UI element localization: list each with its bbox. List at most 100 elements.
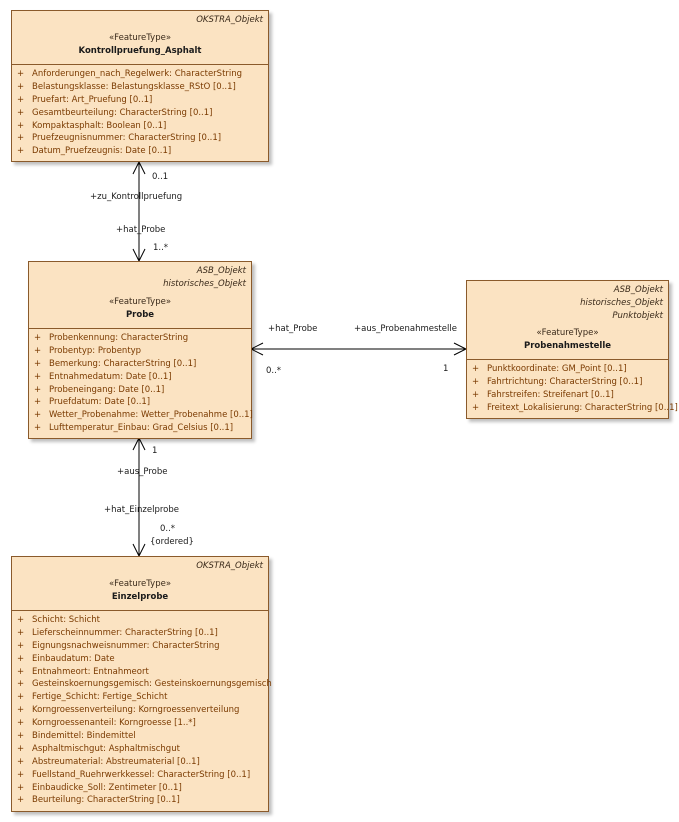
attribute-row: +Belastungsklasse: Belastungsklasse_RStO…: [12, 81, 268, 94]
attribute-text: Pruefart: Art_Pruefung [0..1]: [32, 94, 153, 105]
tagged-values: OKSTRA_Objekt: [196, 14, 263, 27]
visibility-public: +: [34, 423, 42, 434]
visibility-public: +: [472, 364, 480, 374]
attribute-row: +Pruefart: Art_Pruefung [0..1]: [12, 94, 268, 107]
attribute-row: + Entnahmeort: Entnahmeort: [12, 666, 268, 679]
attribute-text: Pruefzeugnisnummer: CharacterString [0..…: [32, 133, 222, 144]
tagged-values: ASB_Objekt historisches_Objekt: [163, 265, 246, 291]
attribute-row: +Eignungsnachweisnummer: CharacterString: [12, 640, 268, 653]
attribute-text: Wetter_Probenahme: Wetter_Probenahme [0.…: [49, 410, 253, 421]
visibility-public: +: [34, 333, 42, 343]
attribute-row: +Anforderungen_nach_Regelwerk: Character…: [12, 68, 268, 81]
attribute-row: +Pruefdatum: Date [0..1]: [29, 396, 251, 409]
attribute-text: Probentyp: Probentyp: [49, 345, 142, 356]
attribute-row: + Fertige_Schicht: Fertige_Schicht: [12, 691, 268, 704]
class-name: Probenahmestelle: [523, 341, 612, 351]
attribute-text: Bindemittel: Bindemittel: [32, 731, 136, 742]
stereotype: «FeatureType»: [536, 328, 599, 338]
attribute-row: +Korngroessenanteil: Korngroesse [1..*]: [12, 717, 268, 730]
visibility-public: +: [472, 376, 480, 387]
attribute-text: Entnahmeort: Entnahmeort: [32, 666, 149, 677]
class-name: Einzelprobe: [111, 592, 169, 602]
class-probenahmestelle[interactable]: ASB_Objekt historisches_Objekt Punktobje…: [466, 280, 678, 419]
visibility-public: +: [17, 769, 25, 780]
visibility-public: +: [17, 120, 25, 131]
visibility-public: +: [17, 81, 25, 92]
visibility-public: +: [17, 692, 25, 703]
attribute-row: +Gesamtbeurteilung: CharacterString [0..…: [12, 107, 268, 120]
attribute-text: Schicht: Schicht: [32, 615, 100, 625]
visibility-public: +: [17, 795, 25, 806]
tag-okstra-objekt: OKSTRA_Objekt: [196, 561, 263, 571]
attribute-text: Fahrtrichtung: CharacterString [0..1]: [487, 376, 643, 387]
attribute-row: + Fahrtrichtung: CharacterString [0..1]: [467, 376, 668, 389]
attribute-text: Anforderungen_nach_Regelwerk: CharacterS…: [32, 69, 243, 79]
constraint-ordered: {ordered}: [150, 537, 194, 547]
attribute-row: +Fahrstreifen: Streifenart [0..1]: [467, 389, 668, 402]
attribute-row: +Schicht: Schicht: [12, 614, 268, 627]
tag-historisches-objekt: historisches_Objekt: [580, 298, 663, 308]
visibility-public: +: [17, 653, 25, 664]
attribute-row: + Einbaudatum: Date: [12, 653, 268, 666]
visibility-public: +: [17, 627, 25, 638]
attribute-row: + Wetter_Probenahme: Wetter_Probenahme [0…: [29, 409, 253, 422]
visibility-public: +: [17, 640, 25, 651]
attribute-text: Asphaltmischgut: Asphaltmischgut: [32, 743, 180, 754]
role-aus-probenahmestelle: +aus_Probenahmestelle: [354, 324, 457, 334]
attribute-list: +Punktkoordinate: GM_Point [0..1] + Fahrt…: [467, 360, 678, 415]
attribute-list: + Anforderungen_nach_Regelwerk: Character…: [12, 65, 268, 158]
role-hat-einzelprobe: +hat_Einzelprobe: [104, 505, 180, 515]
attribute-row: +Probentyp: Probentyp: [29, 345, 251, 358]
attribute-row: +Entnahmedatum: Date [0..1]: [29, 371, 251, 384]
visibility-public: +: [17, 679, 25, 690]
visibility-public: +: [34, 397, 42, 408]
attribute-text: Fahrstreifen: Streifenart [0..1]: [487, 389, 614, 400]
attribute-row: +Lufttemperatur_Einbau: Grad_Celsius [0.…: [29, 422, 251, 435]
attribute-row: +Bemerkung: CharacterString [0..1]: [29, 358, 251, 371]
role-aus-probe: +aus_Probe: [117, 467, 168, 477]
mult-stelle: 1: [443, 364, 449, 374]
attribute-list: +Probenkennung: CharacterString +Probent…: [29, 329, 253, 435]
class-header: ASB_Objekt historisches_Objekt Punktobje…: [467, 281, 668, 360]
visibility-public: +: [34, 358, 42, 369]
attribute-row: +Freitext_Lokalisierung: CharacterString…: [467, 402, 678, 415]
attribute-text: Abstreumaterial: Abstreumaterial [0..1]: [32, 756, 200, 767]
attribute-row: +Probeneingang: Date [0..1]: [29, 384, 251, 397]
mult-probe-top: 1..*: [153, 243, 169, 253]
attribute-row: + Lieferscheinnummer: CharacterString [0.…: [12, 627, 268, 640]
attribute-text: Fertige_Schicht: Fertige_Schicht: [32, 692, 168, 703]
attribute-text: Lieferscheinnummer: CharacterString [0..…: [32, 627, 218, 638]
attribute-row: +Pruefzeugnisnummer: CharacterString [0.…: [12, 132, 268, 145]
attribute-row: +Datum_Pruefzeugnis: Date [0..1]: [12, 145, 268, 158]
mult-probe-right: 0..*: [266, 366, 282, 376]
attribute-text: Fuellstand_Ruehrwerkkessel: CharacterStr…: [32, 769, 251, 780]
visibility-public: +: [472, 402, 480, 413]
attribute-text: Probeneingang: Date [0..1]: [49, 384, 165, 395]
tag-historisches-objekt: historisches_Objekt: [163, 279, 246, 289]
class-probe[interactable]: ASB_Objekt historisches_Objekt «FeatureT…: [28, 261, 253, 439]
stereotype: «FeatureType»: [108, 579, 172, 589]
class-einzelprobe[interactable]: OKSTRA_Objekt «FeatureType» Einzelprobe …: [11, 556, 272, 812]
tag-asb-objekt: ASB_Objekt: [196, 266, 246, 276]
attribute-row: +Gesteinskoernungsgemisch: Gesteinskoern…: [12, 678, 272, 691]
mult-probe-bottom: 1: [152, 446, 158, 456]
visibility-public: +: [17, 756, 25, 767]
class-header: ASB_Objekt historisches_Objekt «FeatureT…: [29, 262, 251, 329]
attribute-text: Datum_Pruefzeugnis: Date [0..1]: [32, 146, 172, 157]
tagged-values: OKSTRA_Objekt: [196, 560, 263, 573]
visibility-public: +: [34, 410, 42, 421]
attribute-text: Probenkennung: CharacterString: [49, 333, 189, 343]
attribute-text: Kompaktasphalt: Boolean [0..1]: [32, 120, 167, 131]
class-kontrollpruefung-asphalt[interactable]: OKSTRA_Objekt «FeatureType» Kontrollprue…: [11, 10, 269, 162]
attribute-row: + Fuellstand_Ruehrwerkkessel: CharacterSt…: [12, 769, 268, 782]
visibility-public: +: [17, 666, 25, 677]
tag-punktobjekt: Punktobjekt: [612, 311, 663, 321]
attribute-text: Korngroessenverteilung: Korngroessenvert…: [32, 705, 240, 716]
visibility-public: +: [34, 371, 42, 382]
attribute-row: +Punktkoordinate: GM_Point [0..1]: [467, 363, 668, 376]
tag-asb-objekt: ASB_Objekt: [613, 285, 663, 295]
class-name: Kontrollpruefung_Asphalt: [78, 46, 202, 56]
attribute-text: Einbaudatum: Date: [32, 653, 115, 664]
attribute-row: +Bindemittel: Bindemittel: [12, 730, 268, 743]
attribute-list: +Schicht: Schicht +Lieferscheinnummer: C…: [12, 611, 272, 807]
